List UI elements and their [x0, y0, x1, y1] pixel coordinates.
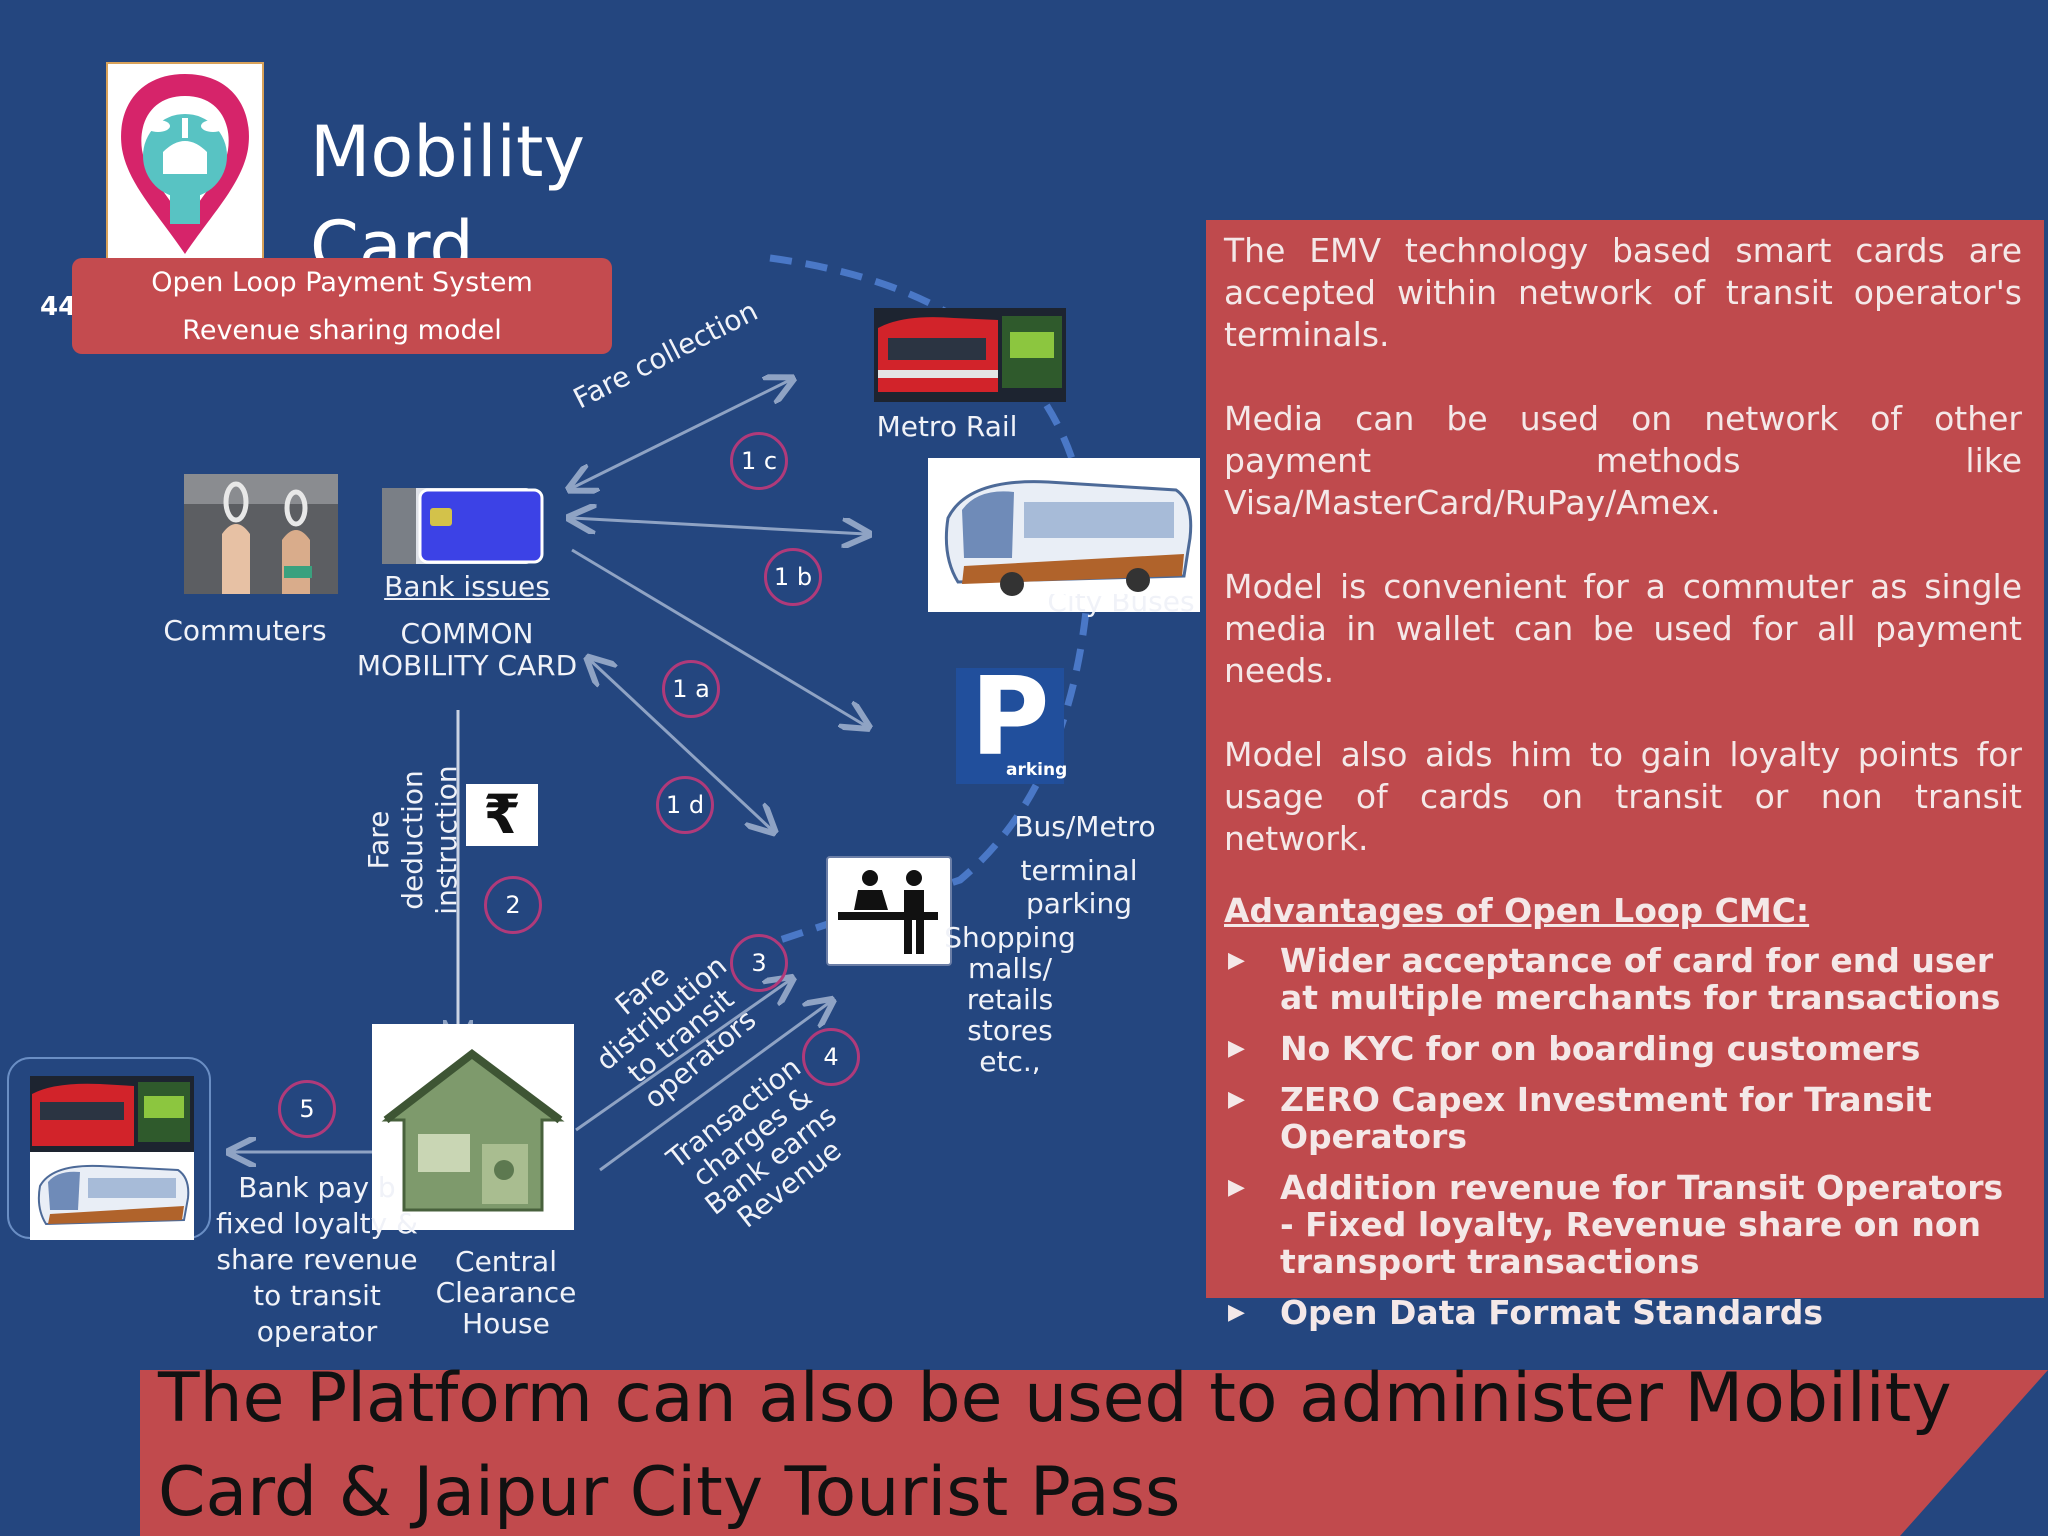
bullet-icon: ▶	[1228, 1300, 1245, 1325]
header-line-1: Open Loop Payment System	[151, 267, 533, 298]
info-panel: The EMV technology based smart cards are…	[1206, 220, 2044, 1331]
mobility-card-logo	[106, 62, 264, 262]
bullet-icon: ▶	[1228, 1036, 1245, 1061]
panel-paragraph-2: Media can be used on network of other pa…	[1224, 399, 2022, 522]
advantage-item: ▶ ZERO Capex Investment for Transit Opera…	[1224, 1081, 2022, 1155]
advantage-item: ▶ Open Data Format Standards	[1224, 1294, 2022, 1331]
rupee-icon: ₹	[466, 784, 538, 846]
metro-rail-photo	[874, 308, 1066, 402]
title-line-1: Mobility	[310, 111, 585, 193]
advantage-text: Addition revenue for Transit Operators -…	[1280, 1168, 2004, 1281]
advantages-list: ▶ Wider acceptance of card for end user a…	[1224, 942, 2022, 1331]
advantage-text: No KYC for on boarding customers	[1280, 1029, 1921, 1068]
advantage-text: Open Data Format Standards	[1280, 1293, 1824, 1332]
footer-text: The Platform can also be used to adminis…	[158, 1359, 1952, 1532]
arrow-shopping	[590, 660, 772, 830]
bullet-icon: ▶	[1228, 948, 1245, 973]
parking-label-2: terminal parking	[1020, 854, 1138, 920]
parking-logo-text: arking	[1006, 760, 1068, 780]
footer-banner	[140, 1370, 2048, 1536]
clearing-house-label: Central Clearance House	[435, 1245, 577, 1340]
advantage-item: ▶ No KYC for on boarding customers	[1224, 1030, 2022, 1067]
header-box: Open Loop Payment System Revenue sharing…	[72, 258, 612, 354]
page-number: 44	[40, 292, 77, 322]
bank-card-image	[382, 484, 546, 568]
advantage-text: Wider acceptance of card for end user at…	[1280, 941, 2001, 1017]
step-1d: 1 d	[656, 776, 714, 834]
step-2: 2	[484, 876, 542, 934]
arrow-transaction-charges	[599, 1002, 830, 1172]
shopping-icon	[826, 856, 952, 966]
bank-issues-label: Bank issues	[384, 570, 550, 603]
advantages-heading: Advantages of Open Loop CMC:	[1224, 891, 1810, 930]
step-3: 3	[730, 934, 788, 992]
transit-bus-photo	[30, 1152, 194, 1240]
step-1b: 1 b	[764, 548, 822, 606]
step-1a: 1 a	[662, 660, 720, 718]
panel-paragraph-4: Model also aids him to gain loyalty poin…	[1224, 735, 2022, 858]
clearing-house-image	[372, 1024, 574, 1230]
city-buses-label: City Buses	[1047, 594, 1195, 618]
arrow-city-buses	[572, 518, 866, 534]
step-5: 5	[278, 1080, 336, 1138]
metro-rail-label: Metro Rail	[876, 410, 1018, 443]
city-bus-photo	[928, 458, 1200, 612]
bullet-icon: ▶	[1228, 1175, 1245, 1200]
arrow-fare-collection	[572, 380, 790, 488]
transit-metro-photo	[30, 1076, 194, 1152]
cmc-label: COMMON MOBILITY CARD	[356, 617, 578, 682]
arrow-parking	[571, 548, 866, 726]
shopping-label: Shopping malls/ retails stores etc.,	[944, 921, 1076, 1078]
header-line-2: Revenue sharing model	[182, 315, 502, 346]
parking-label-1: Bus/Metro	[1014, 810, 1156, 843]
commuters-label: Commuters	[163, 614, 327, 647]
footer-corner-shape	[1900, 1370, 2048, 1536]
bank-pay-label: Bank pay b fixed loyalty & share revenue…	[216, 1171, 418, 1348]
advantage-item: ▶ Addition revenue for Transit Operators …	[1224, 1169, 2022, 1280]
parking-p-icon: P	[970, 655, 1050, 780]
step-1c: 1 c	[730, 432, 788, 490]
panel-paragraph-1: The EMV technology based smart cards are…	[1224, 231, 2022, 354]
bullet-icon: ▶	[1228, 1087, 1245, 1112]
arrow-fare-distribution	[575, 980, 790, 1132]
fare-deduction-label: Fare deduction instruction	[362, 765, 463, 915]
commuters-photo	[184, 474, 338, 594]
step-4: 4	[802, 1028, 860, 1086]
advantage-text: ZERO Capex Investment for Transit Operat…	[1280, 1080, 1932, 1156]
advantage-item: ▶ Wider acceptance of card for end user a…	[1224, 942, 2022, 1016]
parking-sign: P arking	[956, 660, 1068, 784]
panel-paragraph-3: Model is convenient for a commuter as si…	[1224, 567, 2022, 690]
